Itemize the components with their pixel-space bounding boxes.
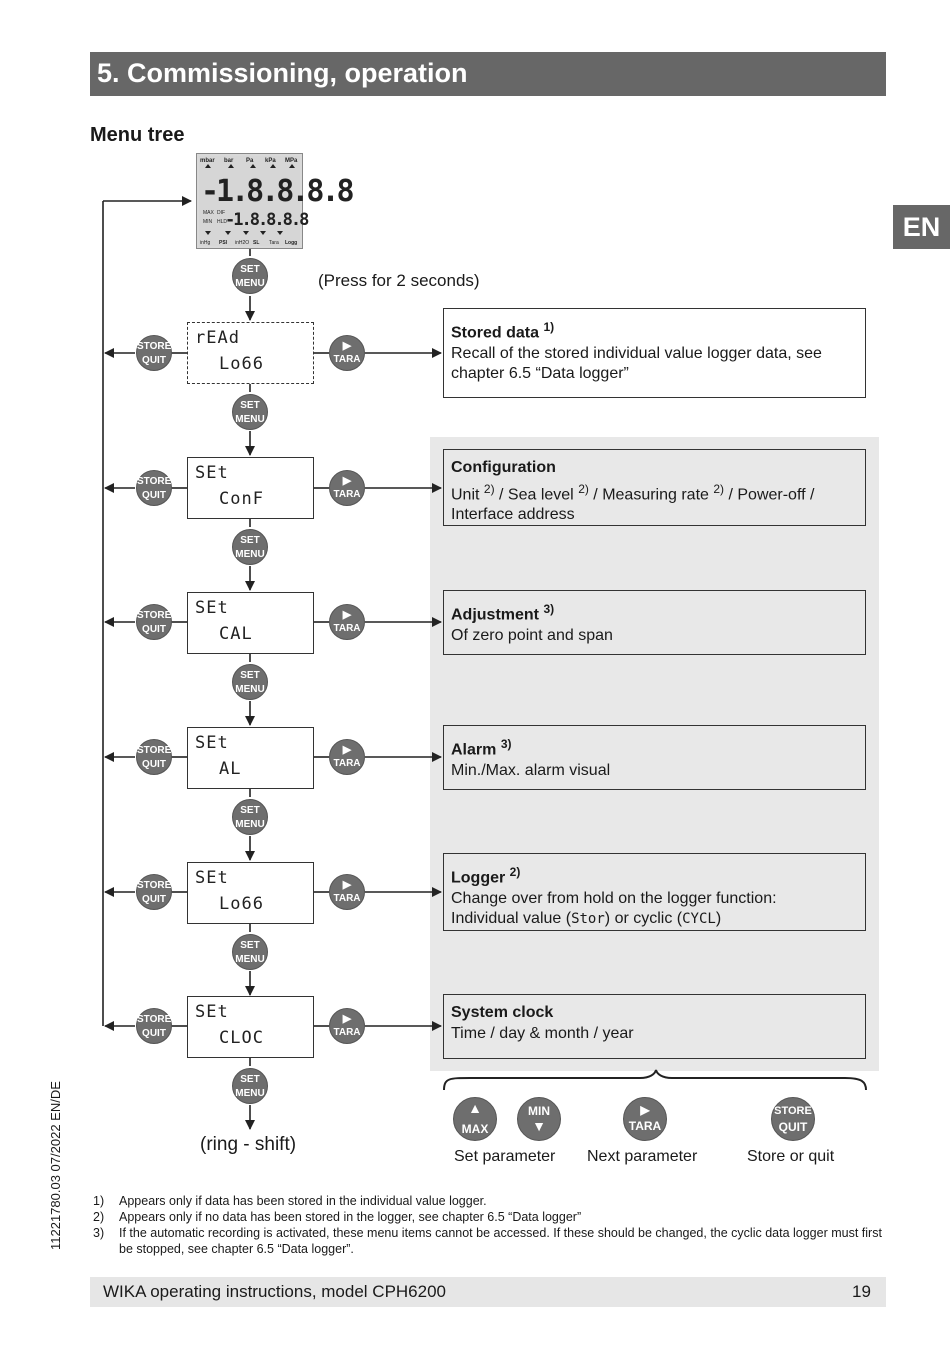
page-title: 5. Commissioning, operation — [97, 58, 468, 88]
footnote: 2)Appears only if no data has been store… — [93, 1210, 582, 1224]
info-configuration: Configuration Unit 2) / Sea level 2) / M… — [443, 449, 866, 526]
page-number: 19 — [852, 1282, 871, 1301]
footnote: 3)If the automatic recording is activate… — [93, 1226, 882, 1256]
min-button[interactable]: MIN ▼ — [517, 1097, 561, 1141]
language-tab: EN — [893, 205, 950, 249]
document-id: 11221780.03 07/2022 EN/DE — [48, 1081, 63, 1250]
down-arrow-icon: ▼ — [532, 1118, 546, 1134]
up-arrow-icon: ▲ — [468, 1100, 482, 1116]
display-bottom-tara: Tara — [269, 240, 279, 246]
tara-button[interactable]: ▶TARA — [329, 335, 365, 371]
play-icon: ▶ — [342, 475, 352, 487]
tara-button[interactable]: ▶TARA — [329, 470, 365, 506]
display-unit-pa: Pa — [246, 158, 254, 164]
legend-set-parameter: Set parameter — [454, 1148, 556, 1165]
display-main-value: -1.8.8.8.8 — [201, 174, 354, 209]
store-quit-button-legend[interactable]: STORE QUIT — [771, 1097, 815, 1141]
menu-item-set-cloc: SEt CLOC — [187, 996, 314, 1058]
tara-button[interactable]: ▶TARA — [329, 1008, 365, 1044]
max-button[interactable]: ▲ MAX — [453, 1097, 497, 1141]
display-bottom-inh2o: inH2O — [235, 240, 249, 246]
footnote: 1)Appears only if data has been stored i… — [93, 1194, 487, 1208]
play-icon: ▶ — [342, 879, 352, 891]
display-unit-kpa: kPa — [265, 158, 276, 164]
legend-store-quit: Store or quit — [747, 1148, 835, 1165]
instrument-display: mbar bar Pa kPa MPa -1.8.8.8.8 MAX DIF M… — [196, 153, 357, 249]
display-label-max: MAX — [203, 210, 215, 216]
display-bottom-sl: SL — [253, 240, 259, 246]
menu-item-set-cal: SEt CAL — [187, 592, 314, 654]
header-bar — [90, 52, 886, 96]
footer-bar — [90, 1277, 886, 1307]
legend-next-parameter: Next parameter — [587, 1148, 698, 1165]
display-bottom-psi: PSI — [219, 240, 228, 246]
footer-title: WIKA operating instructions, model CPH62… — [103, 1282, 447, 1301]
section-title: Menu tree — [90, 124, 185, 146]
tara-button[interactable]: ▶TARA — [329, 604, 365, 640]
ring-shift-note: (ring - shift) — [200, 1134, 297, 1155]
menu-item-set-log: SEt Lo66 — [187, 862, 314, 924]
tara-button[interactable]: ▶TARA — [329, 739, 365, 775]
footnotes: 1)Appears only if data has been stored i… — [93, 1193, 893, 1257]
display-label-dif: DIF — [217, 210, 225, 216]
play-icon: ▶ — [342, 340, 352, 352]
tara-button-legend[interactable]: ▶ TARA — [623, 1097, 667, 1141]
info-system-clock: System clock Time / day & month / year — [443, 994, 866, 1059]
play-icon: ▶ — [342, 1013, 352, 1025]
info-adjustment: Adjustment 3) Of zero point and span — [443, 590, 866, 655]
info-stored-data: Stored data 1) Recall of the stored indi… — [443, 308, 866, 398]
display-bottom-inhg: inHg — [200, 240, 211, 246]
tara-button[interactable]: ▶TARA — [329, 874, 365, 910]
display-sub-value: -1.8.8.8.8 — [225, 210, 309, 230]
display-unit-mpa: MPa — [285, 158, 298, 164]
press-duration-note: (Press for 2 seconds) — [318, 271, 480, 290]
display-label-min: MIN — [203, 219, 213, 225]
lcd-display-graphic: mbar bar Pa kPa MPa -1.8.8.8.8 MAX DIF M… — [199, 156, 357, 246]
play-icon: ▶ — [640, 1103, 650, 1117]
display-unit-mbar: mbar — [200, 158, 215, 164]
info-logger: Logger 2) Change over from hold on the l… — [443, 853, 866, 931]
menu-item-set-al: SEt AL — [187, 727, 314, 789]
info-alarm: Alarm 3) Min./Max. alarm visual — [443, 725, 866, 790]
menu-item-read-log: rEAd Lo66 — [187, 322, 314, 384]
display-unit-bar: bar — [224, 158, 234, 164]
play-icon: ▶ — [342, 744, 352, 756]
menu-item-set-conf: SEt ConF — [187, 457, 314, 519]
display-bottom-logg: Logg — [285, 240, 297, 246]
play-icon: ▶ — [342, 609, 352, 621]
display-label-hld: HLD — [217, 219, 227, 225]
